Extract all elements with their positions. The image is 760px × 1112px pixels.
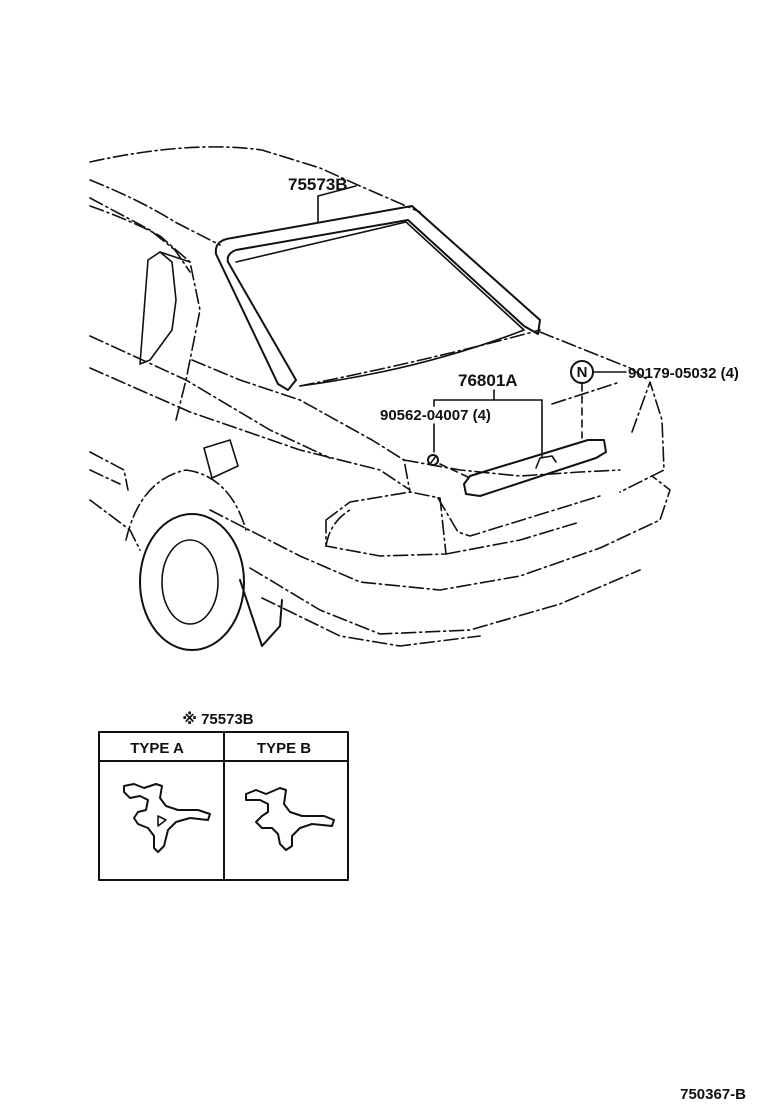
type-b-section <box>245 787 335 851</box>
section-table: ※ 75573B TYPE A TYPE B <box>98 710 349 881</box>
type-a-section <box>123 783 211 853</box>
callout-90179-05032: 90179-05032 (4) <box>628 365 739 382</box>
diagram-id: 750367-B <box>680 1086 746 1103</box>
rear-garnish <box>463 439 607 497</box>
leader-lines <box>317 185 627 479</box>
car-body-outline <box>89 146 671 651</box>
nut-symbol: N <box>570 360 594 384</box>
section-table-title: ※ 75573B <box>182 710 253 728</box>
clip-fastener <box>427 454 439 466</box>
callout-76801a: 76801A <box>458 371 518 390</box>
type-a-label: TYPE A <box>130 740 184 757</box>
callout-90562-04007: 90562-04007 (4) <box>380 407 491 424</box>
callout-75573b: 75573B <box>288 175 348 194</box>
type-b-label: TYPE B <box>257 740 311 757</box>
rear-window-molding <box>214 205 541 391</box>
nut-symbol-letter: N <box>577 364 588 381</box>
